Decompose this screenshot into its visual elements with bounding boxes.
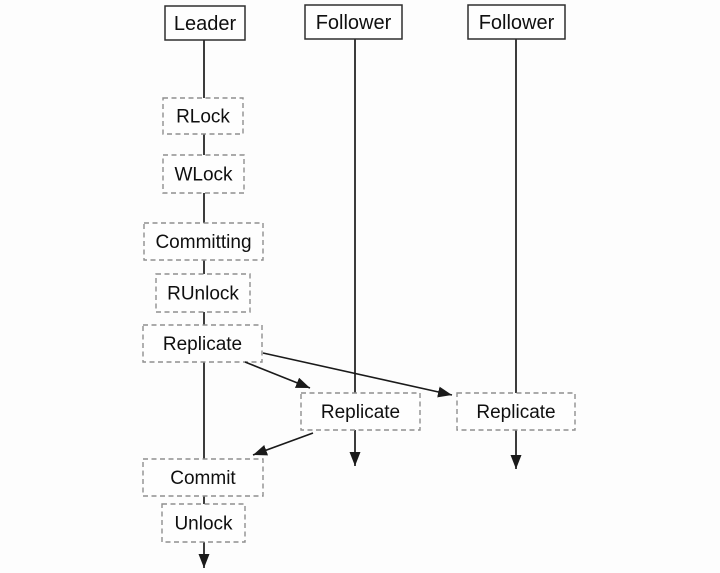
actor-box-follower-2 (467, 4, 566, 40)
step-label-runlock: RUnlock (167, 284, 239, 305)
step-box-runlock (155, 273, 251, 313)
step-box-committing (143, 222, 264, 261)
step-label-commit: Commit (170, 468, 236, 489)
arrow-replicate-to-follower-1 (244, 361, 311, 389)
step-box-wlock (162, 154, 245, 194)
step-runlock: RUnlock (155, 273, 251, 313)
actor-box-follower-1 (304, 4, 403, 40)
actor-label-follower-2: Follower (479, 12, 555, 34)
step-wlock: WLock (162, 154, 245, 194)
step-label-replicate-leader: Replicate (163, 334, 242, 355)
actor-box-leader (164, 5, 246, 41)
step-commit: Commit (142, 458, 264, 497)
step-box-commit (142, 458, 264, 497)
step-label-rlock: RLock (176, 107, 230, 128)
step-label-replicate-follower-1: Replicate (321, 402, 400, 423)
step-committing: Committing (143, 222, 264, 261)
step-rlock: RLock (162, 97, 244, 135)
step-box-rlock (162, 97, 244, 135)
arrow-ack-to-commit (252, 432, 314, 456)
actor-follower-2: Follower (467, 4, 566, 40)
actor-follower-1: Follower (304, 4, 403, 40)
step-box-replicate-follower-2 (456, 392, 576, 431)
actor-leader: Leader (164, 5, 246, 41)
step-replicate-leader: Replicate (142, 324, 263, 363)
step-box-replicate-leader (142, 324, 263, 363)
step-box-replicate-follower-1 (300, 392, 421, 431)
arrow-replicate-to-follower-2 (262, 352, 453, 398)
step-replicate-follower-1: Replicate (300, 392, 421, 431)
step-label-committing: Committing (155, 232, 251, 253)
actor-label-follower-1: Follower (316, 12, 392, 34)
step-label-replicate-follower-2: Replicate (476, 402, 555, 423)
step-unlock: Unlock (161, 503, 246, 543)
step-label-unlock: Unlock (174, 514, 233, 535)
step-label-wlock: WLock (174, 165, 233, 186)
step-replicate-follower-2: Replicate (456, 392, 576, 431)
actor-label-leader: Leader (174, 13, 237, 35)
step-box-unlock (161, 503, 246, 543)
